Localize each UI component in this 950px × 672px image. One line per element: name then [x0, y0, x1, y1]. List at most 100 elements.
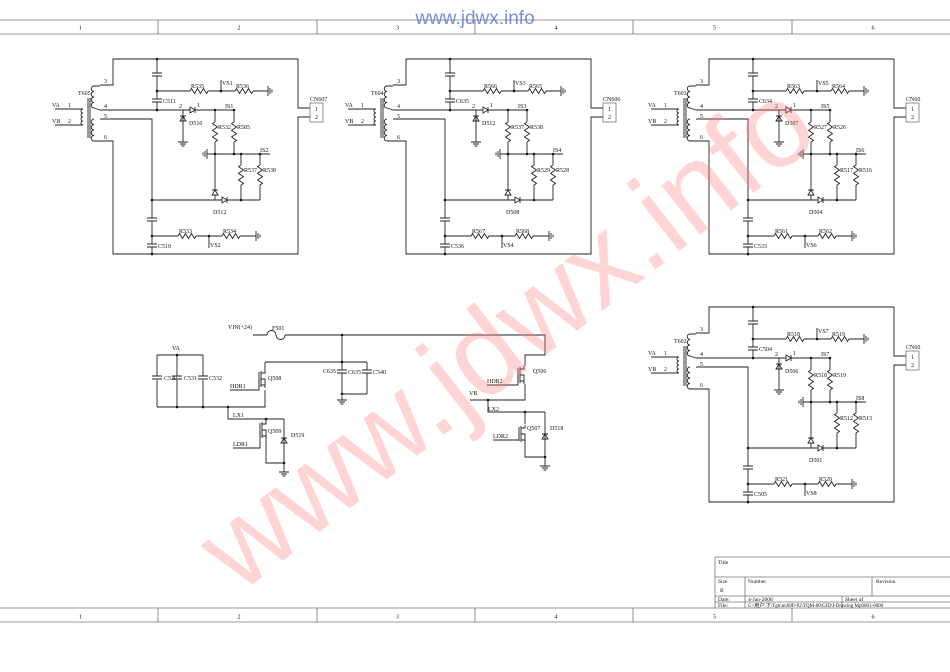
- resistor: [549, 164, 557, 186]
- transformer-secondary: [686, 85, 697, 142]
- vb-label: VB: [52, 119, 60, 125]
- resistor: [785, 335, 805, 343]
- resistor: [773, 232, 793, 240]
- resistor-label: R526: [833, 125, 846, 131]
- wire: [233, 430, 261, 449]
- connector-pin: 1: [911, 107, 914, 113]
- resistor-label: R518: [787, 332, 800, 338]
- fuse-label: F501: [272, 326, 284, 332]
- resistor: [234, 87, 254, 95]
- connector-CN60: [905, 102, 920, 123]
- junction-dot: [751, 57, 755, 61]
- ground-symbol: [495, 149, 501, 159]
- diode-label: D506: [785, 369, 798, 375]
- gate-label: HDR2: [487, 379, 503, 385]
- wire: [100, 118, 153, 254]
- resistor: [527, 87, 547, 95]
- column-number-top: 6: [872, 26, 875, 32]
- module-outline: [100, 58, 310, 255]
- diode-pin: 1: [197, 103, 200, 109]
- junction-dot: [213, 152, 217, 156]
- junction-dot: [525, 152, 529, 156]
- junction-dot: [150, 198, 154, 202]
- ground-symbol: [255, 231, 261, 241]
- resistor-label: R537: [244, 168, 257, 174]
- resistor: [514, 232, 534, 240]
- module-outline: [393, 58, 603, 255]
- junction-dot: [803, 234, 807, 238]
- diode: [541, 433, 549, 440]
- capacitor: [440, 217, 450, 222]
- connector-label: CN607: [310, 97, 327, 103]
- resistor-label: R532: [218, 125, 231, 131]
- column-number-bottom: 4: [555, 615, 558, 621]
- resistor: [211, 121, 219, 143]
- current-sense-label: IS4: [553, 148, 561, 154]
- ground-symbol: [279, 468, 289, 477]
- resistor-label: R563: [787, 84, 800, 90]
- junction-dot: [232, 152, 236, 156]
- wire: [836, 154, 857, 200]
- junction-dot: [155, 108, 159, 112]
- wire: [156, 354, 266, 408]
- diode: [179, 115, 187, 122]
- resistor-label: R538: [530, 125, 543, 131]
- resistor-label: R534: [223, 229, 236, 235]
- diode-pin: 2: [179, 104, 182, 110]
- junction-dot: [803, 482, 807, 486]
- resistor: [785, 87, 805, 95]
- pin-number: 6: [104, 135, 107, 141]
- capacitor-label: C634: [759, 99, 772, 105]
- transformer-primary: [651, 356, 680, 374]
- file-label: File:: [718, 603, 729, 609]
- mosfet-label: Q509: [268, 429, 281, 435]
- capacitor-label: C533: [754, 244, 767, 250]
- diode: [817, 444, 824, 452]
- wire: [393, 59, 528, 111]
- diode: [221, 196, 228, 204]
- supply-rail: [253, 334, 546, 366]
- ground-symbol: [863, 334, 869, 344]
- vb-label: VB: [648, 119, 656, 125]
- size-value: B: [720, 588, 724, 594]
- capacitor: [440, 243, 450, 248]
- capacitor-label: C635: [348, 370, 361, 376]
- diode: [189, 106, 196, 114]
- wire: [393, 118, 446, 254]
- ground-symbol: [774, 138, 784, 147]
- junction-dot: [207, 234, 211, 238]
- pin-number: 1: [664, 103, 667, 109]
- resistor-label: R566: [484, 84, 497, 90]
- diode-label: D519: [291, 433, 304, 439]
- diode-pin: 2: [472, 104, 475, 110]
- junction-dot: [340, 392, 344, 396]
- resistor: [852, 412, 860, 434]
- fuse: [266, 330, 286, 340]
- transformer-label: T603: [674, 91, 687, 97]
- transformer-label: T604: [371, 91, 384, 97]
- mosfet-label: Q508: [268, 376, 281, 382]
- resistor: [230, 121, 238, 143]
- capacitor-label: C536: [451, 244, 464, 250]
- mosfet-q508: [258, 370, 266, 388]
- file-value: G:\用户\下\Tgn\m\09P-P2\TQM-00\GID\I-Drawin…: [748, 602, 884, 609]
- resistor-label: R533: [179, 229, 192, 235]
- capacitor-label: C635: [323, 369, 336, 375]
- wire: [696, 59, 831, 111]
- resistor: [189, 87, 209, 95]
- capacitor: [152, 98, 162, 103]
- wire: [152, 195, 260, 201]
- junction-dot: [340, 360, 344, 364]
- capacitor: [743, 243, 753, 248]
- transformer-core: [683, 346, 687, 386]
- junction-dot: [500, 234, 504, 238]
- resistor: [523, 121, 531, 143]
- date-label: Date:: [718, 597, 730, 603]
- connector-CN60: [905, 350, 920, 371]
- junction-dot: [506, 152, 510, 156]
